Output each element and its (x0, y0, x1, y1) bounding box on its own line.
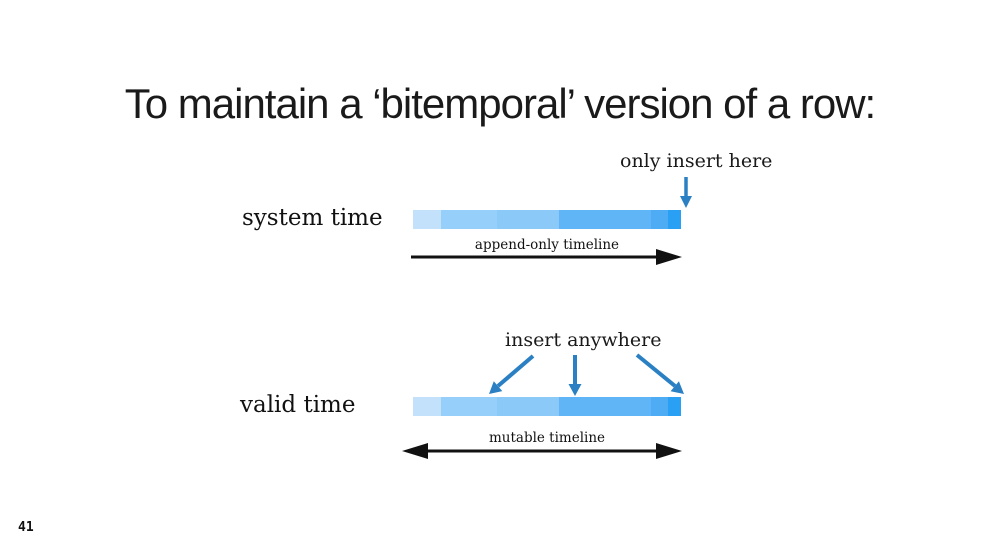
insert-anywhere-arrow-left-icon (489, 354, 535, 394)
bar-segment-version-5 (650, 397, 668, 416)
system-time-annotation: only insert here (620, 150, 773, 172)
slide-title: To maintain a ‘bitemporal’ version of a … (124, 80, 876, 128)
valid-time-bar (413, 397, 681, 416)
system-time-bar (413, 210, 681, 229)
insert-anywhere-arrow-middle-icon (568, 355, 582, 396)
valid-time-annotation: insert anywhere (505, 329, 662, 351)
bar-segment-version-3 (496, 397, 559, 416)
only-insert-here-arrow-icon (680, 177, 692, 208)
bar-segment-version-4 (558, 210, 651, 229)
system-time-label: system time (242, 205, 383, 231)
append-only-timeline-label: append-only timeline (474, 237, 620, 253)
append-only-timeline-arrow-icon (411, 249, 682, 265)
bar-segment-version-3 (496, 210, 559, 229)
bar-segment-version-4 (558, 397, 651, 416)
bar-segment-oldest-version (413, 210, 441, 229)
bar-segment-newest-version (667, 210, 681, 229)
valid-time-label: valid time (240, 392, 356, 418)
insert-anywhere-arrow-right-icon (635, 353, 684, 394)
bar-segment-oldest-version (413, 397, 441, 416)
mutable-timeline-arrow-icon (402, 443, 682, 459)
bar-segment-newest-version (667, 397, 681, 416)
bar-segment-version-2 (440, 397, 497, 416)
bar-segment-version-5 (650, 210, 668, 229)
bar-segment-version-2 (440, 210, 497, 229)
page-number: 41 (18, 520, 34, 535)
mutable-timeline-label: mutable timeline (488, 430, 606, 446)
